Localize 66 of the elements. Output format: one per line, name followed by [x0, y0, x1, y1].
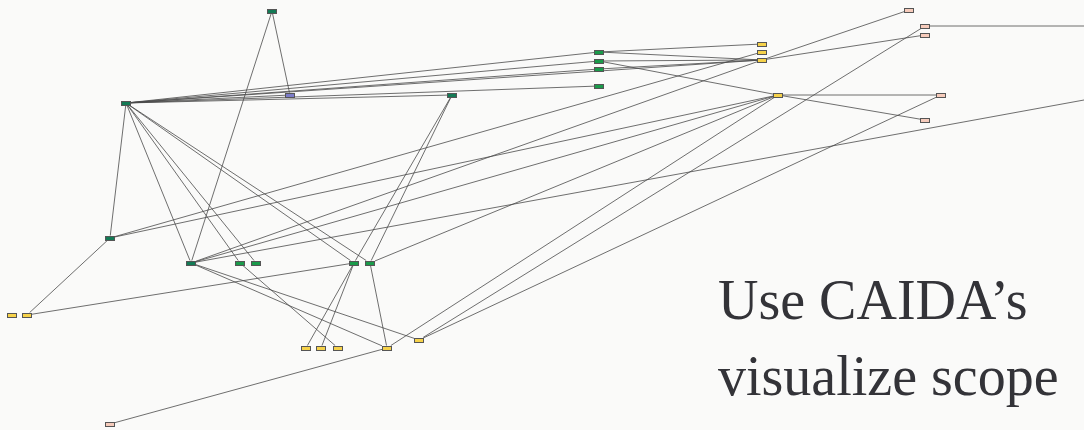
connector-line	[307, 265, 353, 346]
node-box	[594, 83, 604, 89]
node-box	[920, 32, 930, 38]
connector-line	[272, 13, 290, 93]
connector-line	[114, 53, 758, 237]
connector-line	[195, 61, 758, 262]
node-box	[301, 345, 311, 351]
connector-line	[114, 95, 774, 238]
node-box	[757, 49, 767, 55]
node-box	[773, 92, 783, 98]
node-box	[594, 66, 604, 72]
node-box	[316, 345, 326, 351]
node-box	[920, 23, 930, 29]
slide-text: Use CAIDA’s	[718, 272, 1028, 328]
connector-line	[130, 94, 448, 104]
connector-line	[114, 348, 383, 424]
connector-line	[422, 28, 922, 338]
connector-line	[242, 265, 336, 346]
connector-line	[374, 96, 774, 262]
connector-line	[195, 96, 774, 262]
connector-line	[126, 105, 191, 261]
connector-line	[370, 97, 452, 261]
node-box	[267, 8, 277, 14]
connector-line	[195, 264, 383, 347]
connector-line	[603, 61, 774, 95]
connector-line	[195, 99, 1084, 263]
connector-line	[766, 11, 905, 59]
connector-line	[766, 35, 921, 60]
connector-line	[29, 240, 108, 313]
node-box	[285, 92, 295, 98]
node-box	[904, 7, 914, 13]
connector-line	[195, 264, 415, 339]
node-box	[105, 235, 115, 241]
node-box	[936, 92, 946, 98]
node-box	[382, 345, 392, 351]
node-box	[333, 345, 343, 351]
node-box	[757, 57, 767, 63]
node-box	[235, 260, 245, 266]
node-box	[121, 100, 131, 106]
node-box	[186, 260, 196, 266]
connector-line	[782, 94, 937, 96]
connector-line	[603, 59, 758, 70]
node-box	[447, 92, 457, 98]
connector-line	[390, 97, 775, 346]
node-box	[414, 337, 424, 343]
connector-line	[321, 265, 354, 346]
node-box	[105, 421, 115, 427]
node-box	[920, 117, 930, 123]
node-box	[594, 49, 604, 55]
connector-line	[191, 13, 272, 261]
connector-line	[109, 105, 127, 236]
connector-line	[929, 25, 1084, 27]
connector-line	[31, 263, 350, 315]
node-box	[594, 58, 604, 64]
connector-line	[603, 43, 758, 53]
connector-line	[423, 96, 937, 339]
node-box	[365, 260, 375, 266]
node-box	[349, 260, 359, 266]
node-box	[7, 312, 17, 318]
node-box	[757, 41, 767, 47]
connector-line	[355, 97, 451, 261]
connector-line	[782, 95, 921, 120]
connector-line	[370, 265, 387, 346]
node-box	[22, 312, 32, 318]
node-box	[251, 260, 261, 266]
connector-line	[603, 59, 758, 62]
